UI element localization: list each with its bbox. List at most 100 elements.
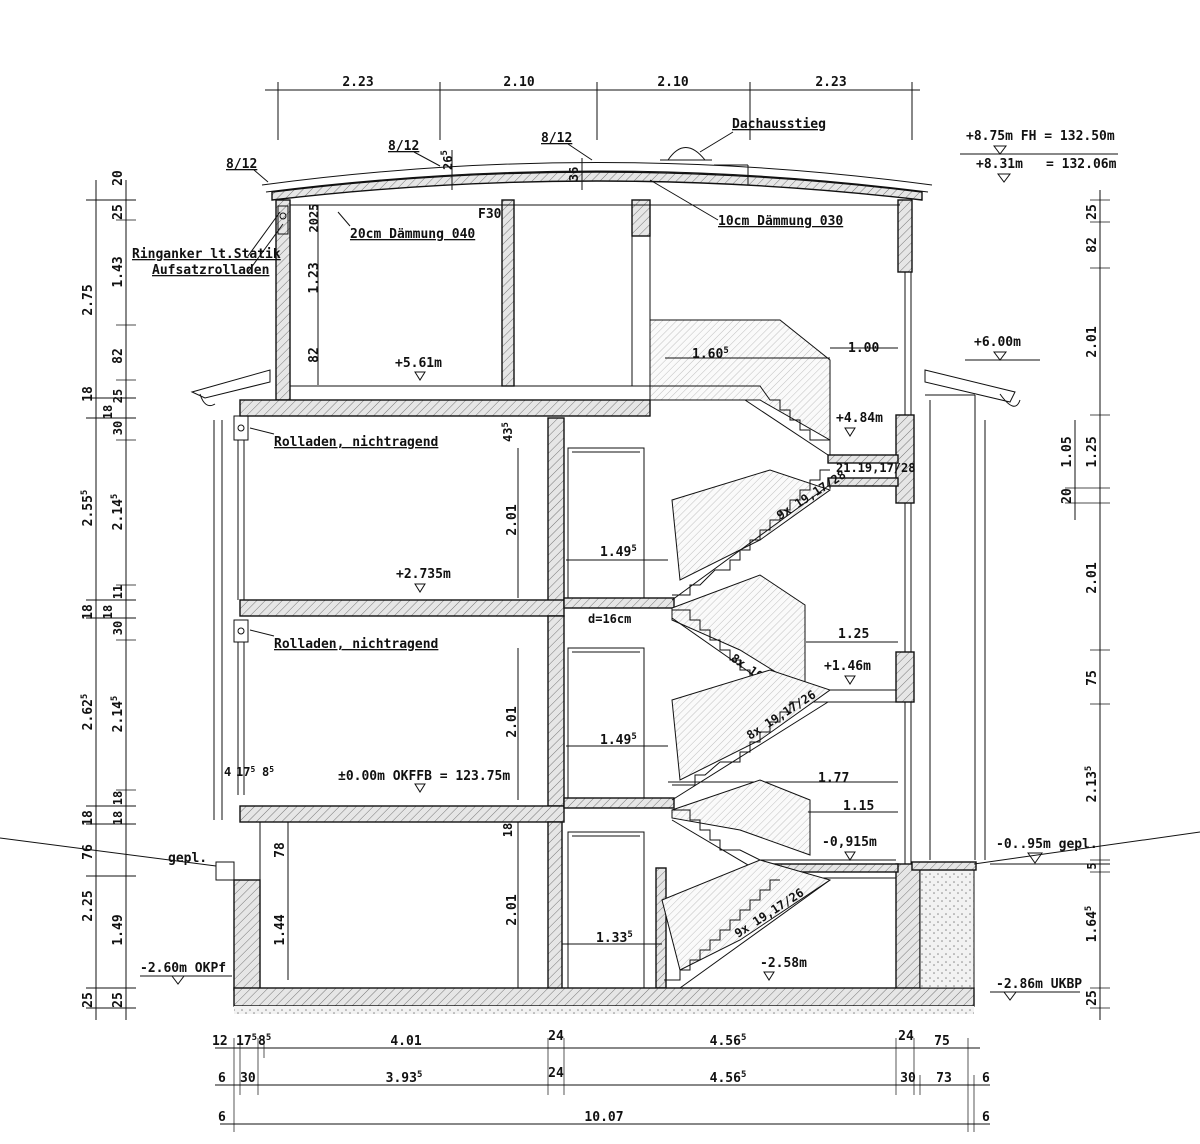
stair-dim-100: 1.00 (848, 341, 879, 356)
stair-dim-115: 1.15 (843, 799, 874, 814)
top-dim-3: 2.10 (657, 75, 688, 90)
bottom1-24a: 24 (548, 1029, 564, 1044)
level-600: +6.00m (974, 335, 1021, 350)
left-inner-82: 82 (111, 348, 126, 364)
left-dim-18a: 18 (81, 386, 96, 402)
level-875: +8.75m FH = 132.50m (966, 129, 1115, 144)
bottom1-456: 4.565 (710, 1033, 747, 1049)
upper-dim-201: 2.01 (505, 504, 520, 535)
note-rolladen-ground: Rolladen, nichtragend (274, 637, 438, 652)
insulation-left-label: 20cm Dämmung 040 (350, 227, 475, 242)
stair-dim-125: 1.25 (838, 627, 869, 642)
right-dim-201b: 2.01 (1085, 562, 1100, 593)
eaves (190, 369, 1021, 860)
bottom2-30b: 30 (900, 1071, 916, 1086)
basement-dim-18: 18 (501, 823, 515, 837)
attic-floor: 20cm Dämmung 040 10cm Dämmung 030 F30 20… (239, 179, 913, 417)
left-inner-149: 1.49 (111, 914, 126, 945)
bottom2-30a: 30 (240, 1071, 256, 1086)
level-286: -2.86m UKBP (996, 977, 1082, 992)
attic-dim-2025: 2025 (307, 204, 321, 233)
roof-dim-36: 36 (567, 167, 581, 181)
right-dim-125: 1.25 (1085, 436, 1100, 467)
basement-dim-78: 78 (273, 842, 288, 858)
upper-dim-43: 435 (501, 422, 515, 442)
left-notes: Ringanker lt.Statik Aufsatzrolladen -2.6… (132, 211, 1082, 1001)
stair-dim-160: 1.605 (692, 346, 729, 362)
ground-dim-201: 2.01 (505, 706, 520, 737)
terrain-left-label: gepl. (168, 851, 207, 866)
right-dimension-chains: 25 82 2.01 1.05 1.25 20 2.01 75 2.135 5 … (1060, 190, 1110, 1020)
left-inner-18b: 18 (101, 605, 115, 619)
level-831-abs: = 132.06m (1046, 157, 1117, 172)
roof-dim-26: 265 (440, 150, 455, 170)
left-inner-143: 1.43 (111, 256, 126, 287)
level-484: +4.84m (836, 411, 883, 426)
slab-attic (239, 399, 651, 417)
note-ringanker: Ringanker lt.Statik (132, 247, 281, 262)
level-000: ±0.00m OKFFB = 123.75m (338, 769, 510, 784)
right-dim-5: 5 (1085, 862, 1099, 869)
bottom3-6a: 6 (218, 1110, 226, 1125)
left-inner-214a: 2.145 (110, 494, 126, 531)
right-dim-75: 75 (1085, 670, 1100, 686)
note-aufsatzrolladen: Aufsatzrolladen (152, 263, 269, 278)
slab-basement (233, 987, 975, 1007)
top-dim-1: 2.23 (342, 75, 373, 90)
ground-floor: ±0.00m OKFFB = 123.75m 2.01 Rolladen, ni… (224, 503, 915, 864)
bottom1-24b: 24 (898, 1029, 914, 1044)
insulation-right-label: 10cm Dämmung 030 (718, 214, 843, 229)
right-dim-20: 20 (1060, 488, 1075, 504)
left-inner-18c: 18 (111, 791, 125, 805)
left-inner-25: 25 (111, 204, 126, 220)
level-146: +1.46m (824, 659, 871, 674)
basement-left-wall (233, 879, 261, 991)
upper-dim-1495: 1.495 (600, 544, 637, 560)
left-dim-255: 2.555 (80, 490, 96, 527)
basement-dim-1335: 1.335 (596, 930, 633, 946)
left-inner-25c: 25 (111, 992, 126, 1008)
left-inner-30: 30 (111, 421, 125, 435)
basement-dim-144: 1.44 (273, 914, 288, 945)
left-dim-76: 76 (81, 844, 96, 860)
basement: 78 1.44 2.01 18 1.335 -2.58m (215, 821, 977, 1014)
right-dim-105: 1.05 (1060, 436, 1075, 467)
note-rolladen-upper: Rolladen, nichtragend (274, 435, 438, 450)
bottom1-401: 4.01 (390, 1034, 421, 1049)
bottom-dimension-chains: 12 175 85 4.01 24 4.565 24 75 6 30 3.935… (212, 1029, 990, 1132)
right-dim-25b: 25 (1085, 990, 1100, 1006)
right-dim-25: 25 (1085, 204, 1100, 220)
rafter-label-mid2: 8/12 (541, 131, 572, 146)
dim-4: 4 (224, 765, 231, 779)
upper-mid-wall (547, 417, 565, 603)
left-dim-275: 2.75 (81, 284, 96, 315)
left-inner-25b: 25 (111, 389, 125, 403)
roof: Dachausstieg 8/12 8/12 8/12 265 36 (226, 117, 933, 201)
stair-note-1: 21.19,17/28 (836, 461, 915, 475)
top-dimension-chain: 2.23 2.10 2.10 2.23 (265, 75, 920, 140)
level-260: -2.60m OKPf (140, 961, 226, 976)
left-dim-20: 20 (111, 170, 126, 186)
rafter-label-mid: 8/12 (388, 139, 419, 154)
stair-dim-177: 1.77 (818, 771, 849, 786)
left-dim-25: 25 (81, 992, 96, 1008)
level-258: -2.58m (760, 956, 807, 971)
ground-dim-1495: 1.495 (600, 732, 637, 748)
bottom2-456: 4.565 (710, 1070, 747, 1086)
terrain: gepl. -0..95m gepl. (0, 831, 1200, 867)
left-inner-214b: 2.145 (110, 696, 126, 733)
bottom2-393: 3.935 (386, 1070, 423, 1086)
left-inner-18: 18 (101, 405, 115, 419)
left-inner-30b: 30 (111, 621, 125, 635)
level-561: +5.61m (395, 356, 442, 371)
bottom2-73: 73 (936, 1071, 952, 1086)
bottom2-6a: 6 (218, 1071, 226, 1086)
left-inner-11: 11 (111, 585, 125, 599)
ground-mid-wall (547, 615, 565, 807)
rafter-label-left: 8/12 (226, 157, 257, 172)
bottom1-12: 12 (212, 1034, 228, 1049)
left-dim-262: 2.625 (80, 694, 96, 731)
staircase: 1.00 1.605 +4.84m 21.19,17/28 9x 19,17/2… (649, 319, 915, 989)
bottom2-24: 24 (548, 1066, 564, 1081)
